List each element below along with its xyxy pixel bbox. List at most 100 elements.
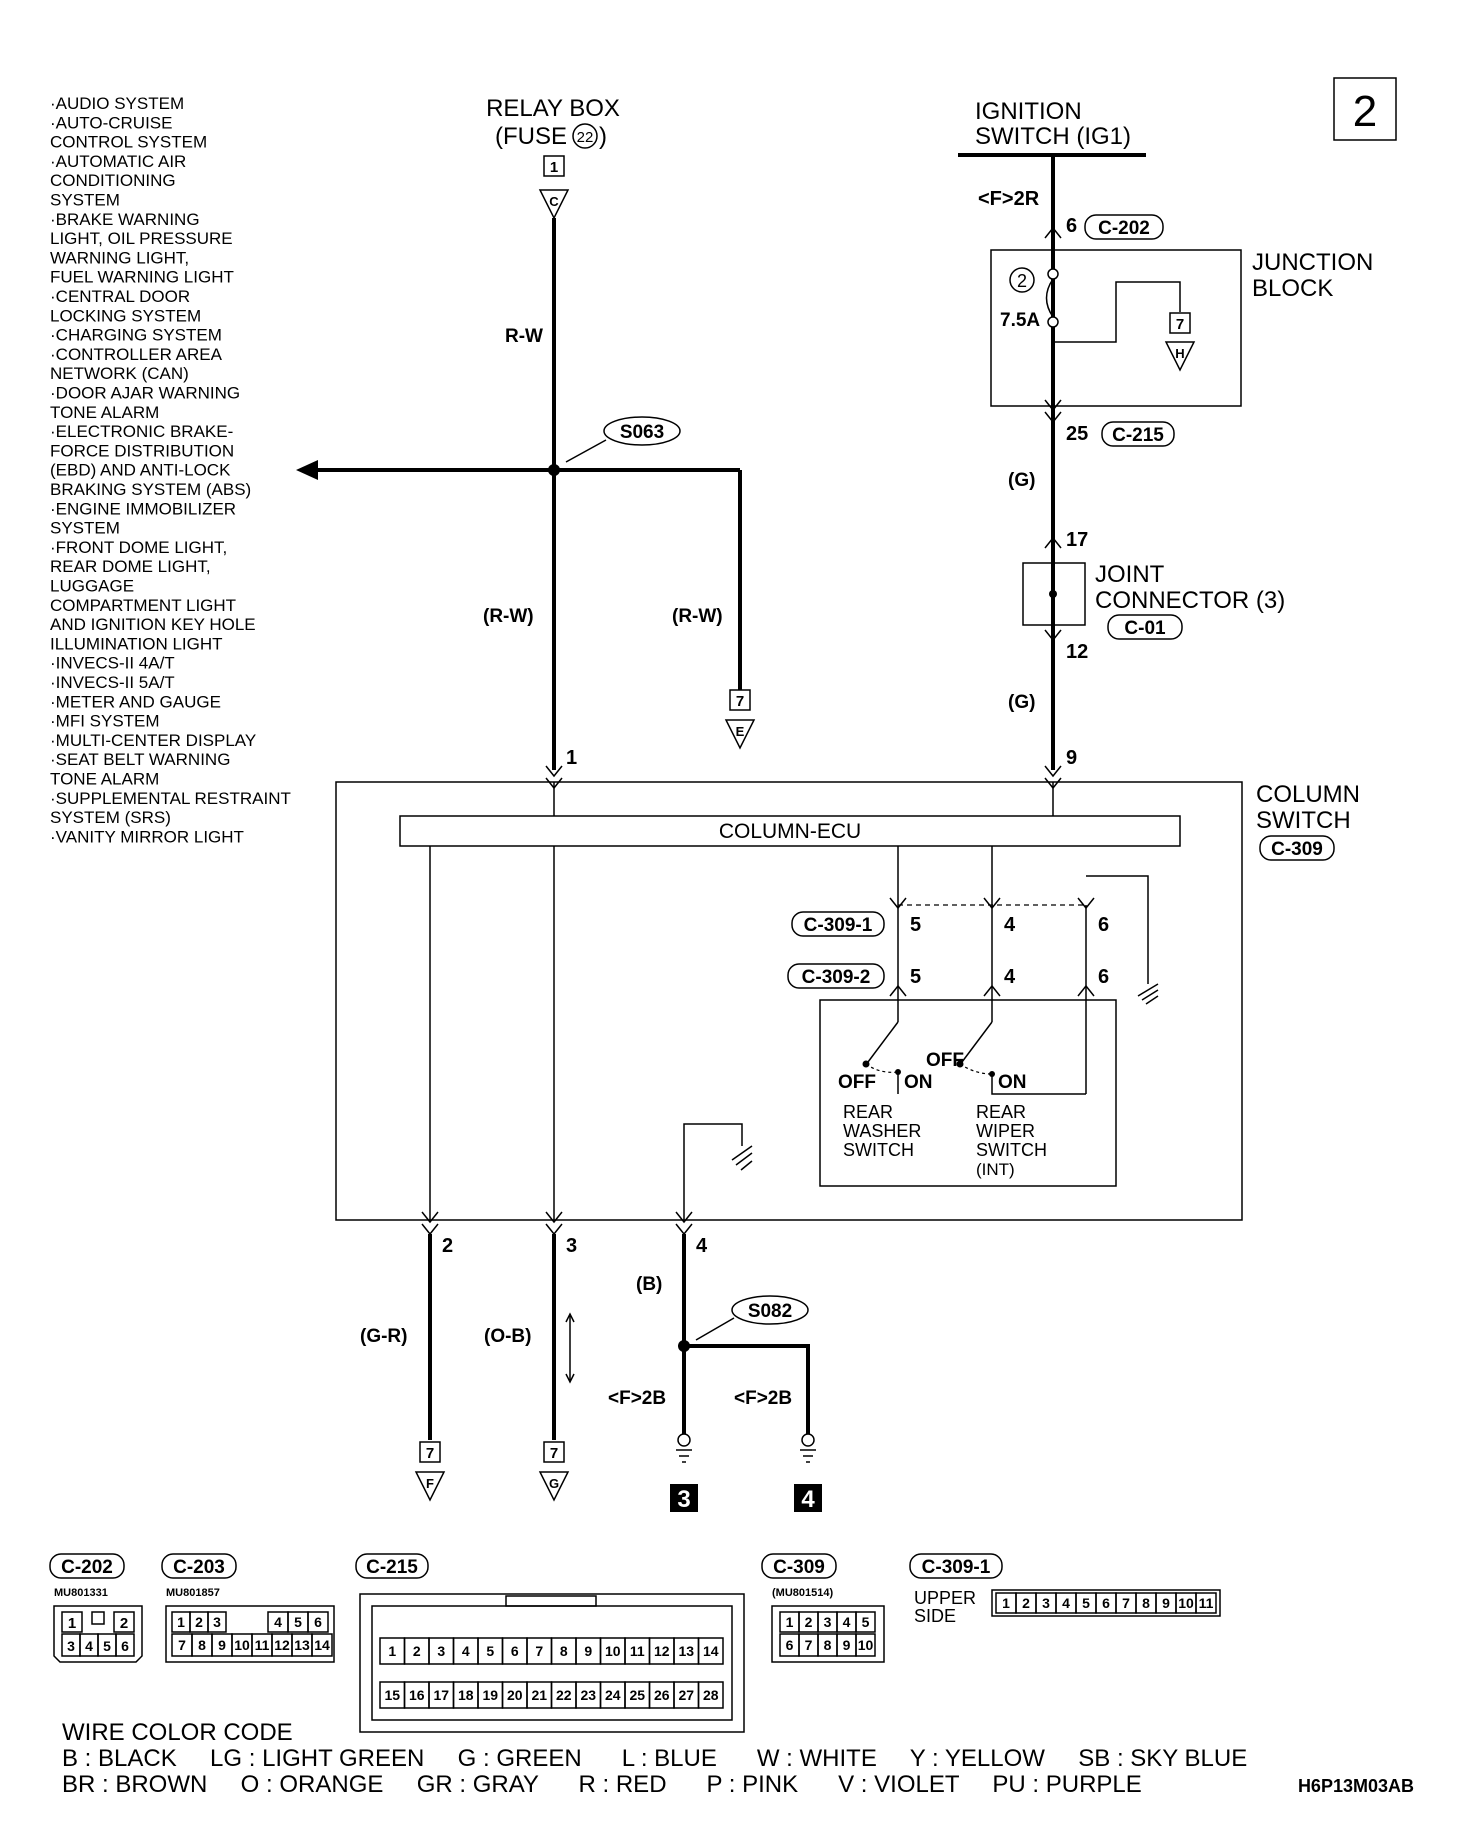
- system-item: WARNING LIGHT,: [50, 248, 189, 267]
- mark-b2b: [421, 1223, 439, 1236]
- bc-c215-cell-label: 27: [678, 1687, 694, 1703]
- system-item: ·SEAT BELT WARNING: [50, 750, 230, 769]
- ref-box-relay: [543, 155, 565, 177]
- ground-mark-c309: [1137, 983, 1159, 1005]
- ignition-switch-label: SWITCH (IG1): [975, 123, 1131, 150]
- bc-c215-cell-label: 10: [605, 1643, 621, 1659]
- bc-c309-cell-label: 4: [843, 1614, 851, 1630]
- wiper-dash: [959, 1063, 993, 1075]
- bc-c203-cell-label: 11: [255, 1637, 270, 1653]
- bc-c309-cell-label: 6: [786, 1637, 794, 1653]
- bc-c215-cell: [697, 1681, 724, 1709]
- wiper-on: ON: [998, 1072, 1027, 1093]
- system-item: ILLUMINATION LIGHT: [50, 634, 223, 653]
- bc-shell-c202: [53, 1605, 143, 1663]
- mark-309-1-5: [889, 897, 907, 910]
- bc-c215-cell-label: 26: [654, 1687, 670, 1703]
- bc-c309-cell: [855, 1611, 876, 1633]
- bc-c203-cell-label: 5: [294, 1614, 302, 1630]
- bc-c215-cell-label: 24: [605, 1687, 621, 1703]
- splice-oval-s082: [731, 1295, 809, 1325]
- bc-part-c309: (MU801514): [772, 1587, 833, 1599]
- fuse-terminal-top: [1047, 268, 1059, 280]
- pin-12: 12: [1066, 641, 1088, 663]
- washer-label-3: SWITCH: [843, 1140, 914, 1160]
- splice-pointer-s063: [565, 439, 607, 463]
- system-item: ·AUDIO SYSTEM: [50, 94, 184, 113]
- bc-c203-cell: [311, 1633, 333, 1657]
- ref-triangle-junction: [1164, 341, 1196, 372]
- column-ecu-bar: [399, 815, 1181, 847]
- system-item: REAR DOME LIGHT,: [50, 557, 211, 576]
- bc-c309-cell-label: 9: [843, 1637, 851, 1653]
- bc-c215-cell-label: 25: [629, 1687, 645, 1703]
- diagram-code: H6P13M03AB: [1298, 1776, 1414, 1796]
- splice-label-s063: S063: [620, 422, 664, 443]
- ref-num-relay: 1: [550, 159, 558, 176]
- system-item: ·CENTRAL DOOR: [50, 287, 190, 306]
- bc-c215-cell-label: 20: [507, 1687, 523, 1703]
- pin-9: 9: [1066, 747, 1077, 769]
- system-item: ·CONTROLLER AREA: [50, 345, 223, 364]
- connector-mark-c215: [1044, 399, 1062, 412]
- switch-box: [819, 999, 1117, 1187]
- conn-label-c309: C-309: [1271, 839, 1323, 860]
- bc-c202-cell-2: 2: [120, 1615, 128, 1632]
- relay-box-label: RELAY BOX: [486, 95, 620, 122]
- washer-label-2: WASHER: [843, 1121, 921, 1141]
- bc-c309-1-cell: [1195, 1592, 1217, 1614]
- column-label: COLUMN: [1256, 781, 1360, 808]
- system-item: (EBD) AND ANTI-LOCK: [50, 461, 231, 480]
- conn-oval-c202: [1084, 214, 1164, 240]
- system-item: FORCE DISTRIBUTION: [50, 441, 234, 460]
- system-item: SYSTEM (SRS): [50, 808, 171, 827]
- pin-5b: 5: [910, 966, 921, 988]
- mark-309-1-4: [983, 897, 1001, 910]
- system-item: NETWORK (CAN): [50, 364, 189, 383]
- bc-c215-cell-label: 22: [556, 1687, 572, 1703]
- bc-c203-cell-label: 8: [198, 1637, 206, 1653]
- ref-box-f: [419, 1441, 441, 1463]
- system-item: AND IGNITION KEY HOLE: [50, 615, 256, 634]
- conn-label-c01: C-01: [1124, 618, 1166, 639]
- bc-key-c215: [505, 1595, 597, 1607]
- pin-b4: 4: [696, 1235, 708, 1257]
- bc-c202-cell-5: 5: [103, 1638, 111, 1654]
- system-item: ·AUTO-CRUISE: [50, 113, 172, 132]
- bc-c202-cell: [115, 1633, 135, 1657]
- washer-switch-arm: [867, 1021, 899, 1063]
- bc-c309-1-cell-label: 2: [1022, 1595, 1030, 1611]
- bc-part-c203: MU801857: [166, 1587, 220, 1599]
- internal-ground-wire: [1086, 875, 1149, 984]
- fuse-no: 2: [1017, 271, 1027, 291]
- bc-c215-cell-label: 11: [630, 1643, 645, 1659]
- bc-shell-c309: [771, 1605, 885, 1663]
- system-item: FUEL WARNING LIGHT: [50, 268, 234, 287]
- ref-triangle-g: [538, 1471, 570, 1502]
- wiper-label-1: REAR: [976, 1102, 1026, 1122]
- column-ecu-label: COLUMN-ECU: [719, 820, 861, 843]
- internal-ground-mark: [731, 1145, 753, 1171]
- ground-ref-4: <F>2B: [734, 1388, 792, 1409]
- bc-name-c309-1: C-309-1: [922, 1557, 991, 1578]
- system-item: ·DOOR AJAR WARNING: [50, 384, 240, 403]
- bc-c309-cell-label: 7: [805, 1637, 813, 1653]
- wiper-on-lead: [991, 1074, 1086, 1095]
- bc-c309-1-cell-label: 5: [1082, 1595, 1090, 1611]
- bc-shell-c203: [165, 1605, 335, 1663]
- pin-b2: 2: [442, 1235, 453, 1257]
- connector-mark-9: [1044, 765, 1062, 778]
- bc-c215-cell-label: 23: [580, 1687, 596, 1703]
- column-switch-box: [335, 781, 1243, 1221]
- bc-c203-cell-label: 7: [178, 1637, 186, 1653]
- bc-name-c215: C-215: [366, 1557, 418, 1578]
- ground-num-3: 3: [677, 1486, 690, 1513]
- pin-b3: 3: [566, 1235, 577, 1257]
- bc-c309-cell-label: 1: [786, 1614, 794, 1630]
- bc-c309-cell-label: 5: [862, 1614, 870, 1630]
- pin-4a: 4: [1004, 914, 1016, 936]
- connector-mark-c202: [1044, 226, 1062, 239]
